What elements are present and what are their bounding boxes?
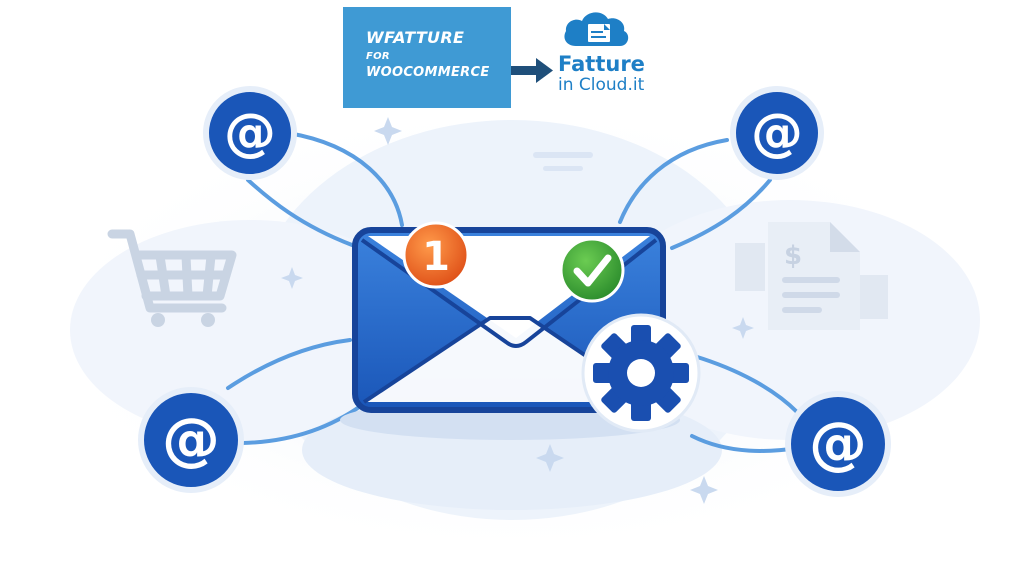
plugin-platform: WOOCOMMERCE — [366, 65, 490, 80]
notification-badge: 1 — [402, 221, 470, 289]
arrow-right-icon — [503, 58, 553, 83]
cloud-document-icon — [564, 12, 629, 47]
at-sign-icon: @ — [138, 387, 244, 493]
at-sign-icon: @ — [203, 86, 297, 180]
brand-name: Fatture — [558, 52, 645, 76]
plugin-badge — [343, 7, 511, 108]
svg-text:@: @ — [751, 103, 803, 163]
svg-text:@: @ — [809, 409, 867, 477]
svg-text:@: @ — [224, 103, 276, 163]
connection-lines — [226, 131, 802, 453]
plugin-name: WFATTURE — [366, 28, 465, 47]
svg-text:$: $ — [784, 241, 802, 271]
invoice-icon: $ — [735, 222, 888, 330]
sparkle-icon — [281, 117, 754, 504]
plugin-connector: FOR — [366, 51, 390, 62]
gear-icon — [581, 313, 701, 433]
brand-domain: in Cloud.it — [558, 75, 645, 95]
at-sign-icon: @ — [785, 391, 891, 497]
check-icon — [559, 237, 625, 303]
at-sign-icon: @ — [730, 86, 824, 180]
svg-text:@: @ — [162, 405, 220, 473]
notification-count: 1 — [422, 234, 450, 280]
shopping-cart-icon — [107, 229, 237, 327]
